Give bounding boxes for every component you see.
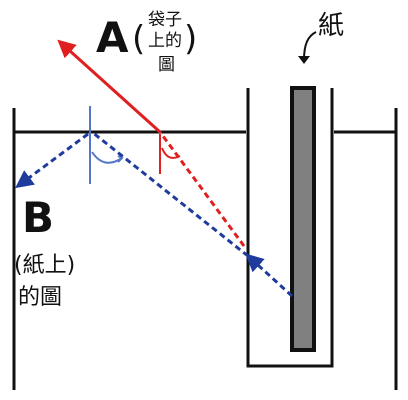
bag <box>246 88 334 368</box>
label-a-line1: 袋子 <box>148 10 182 30</box>
label-a-line2: 上的 <box>148 31 182 51</box>
normals <box>89 106 181 184</box>
ray-blue-to-surface <box>91 130 249 258</box>
ray-blue-reflected <box>15 132 89 189</box>
ray-blue-from-paper <box>245 253 294 298</box>
label-a-paren-close: ) <box>184 19 197 59</box>
label-paper: 紙 <box>318 11 344 41</box>
ray-red-in-water <box>158 131 246 247</box>
ray-red-out <box>57 39 162 134</box>
label-b-line2: 的圖 <box>18 285 62 310</box>
bag-outline <box>246 88 334 368</box>
angle-arc-blue-head <box>117 155 124 163</box>
label-a-line3: 圖 <box>158 55 175 75</box>
paper-strip-fill <box>294 90 312 348</box>
label-b-line1: (紙上) <box>14 253 75 278</box>
label-b: B (紙上) 的圖 <box>14 193 75 310</box>
paper-pointer-line <box>303 31 317 61</box>
ray-red <box>57 39 246 247</box>
label-a-paren-open: ( <box>132 19 145 59</box>
label-a-letter: A <box>96 13 129 62</box>
paper-pointer-head <box>298 56 310 64</box>
label-a: A ( 袋子 上的 圖 ) <box>96 10 197 75</box>
paper-strip <box>290 86 316 352</box>
ray-blue <box>15 130 294 298</box>
water-tank <box>12 108 398 390</box>
label-b-letter: B <box>22 193 54 242</box>
paper-pointer <box>298 31 317 64</box>
